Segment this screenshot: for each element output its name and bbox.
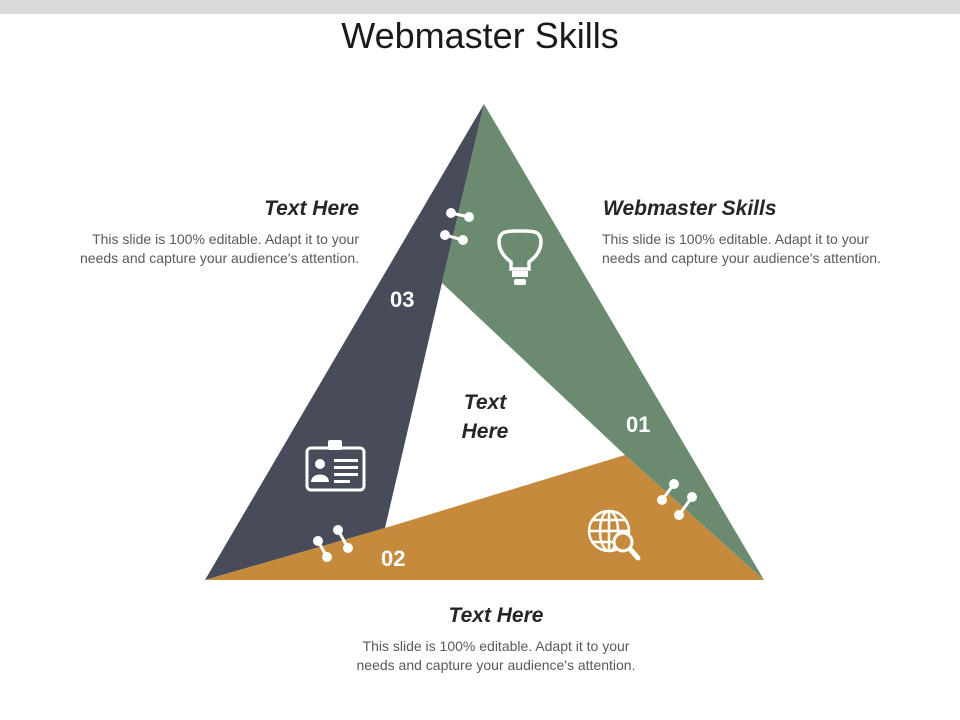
segment-02-body-line2: needs and capture your audience's attent…: [356, 657, 636, 673]
segment-01-body-line1: This slide is 100% editable. Adapt it to…: [602, 231, 869, 247]
segment-01-number: 01: [626, 412, 650, 437]
segment-02-heading: Text Here: [448, 604, 544, 627]
link-icon-bottom-left: [313, 525, 353, 562]
center-label: Text Here: [430, 388, 540, 446]
segment-01-heading: Webmaster Skills: [603, 197, 777, 220]
globe-search-icon: [587, 509, 641, 561]
segment-01-body-line2: needs and capture your audience's attent…: [602, 250, 881, 266]
segment-03-body: This slide is 100% editable. Adapt it to…: [20, 230, 359, 268]
segment-03-body-line2: needs and capture your audience's attent…: [80, 250, 359, 266]
id-card-icon: [305, 440, 366, 492]
segment-03-heading: Text Here: [264, 197, 359, 220]
top-bar: [0, 0, 960, 14]
segment-03-shape: [205, 104, 484, 580]
slide-title: Webmaster Skills: [341, 15, 619, 56]
link-icon-right: [657, 479, 697, 520]
segment-03-body-line1: This slide is 100% editable. Adapt it to…: [92, 231, 359, 247]
segment-02-body: This slide is 100% editable. Adapt it to…: [306, 637, 686, 675]
center-label-line2: Here: [461, 420, 509, 443]
segment-02-body-line1: This slide is 100% editable. Adapt it to…: [362, 638, 630, 654]
segment-02-number: 02: [381, 546, 405, 571]
link-icon-top: [440, 208, 474, 245]
segment-03-number: 03: [390, 287, 414, 312]
segment-01-body: This slide is 100% editable. Adapt it to…: [602, 230, 942, 268]
lightbulb-icon: [497, 229, 543, 285]
segment-01-shape: [442, 104, 764, 580]
center-label-line1: Text: [463, 391, 507, 414]
